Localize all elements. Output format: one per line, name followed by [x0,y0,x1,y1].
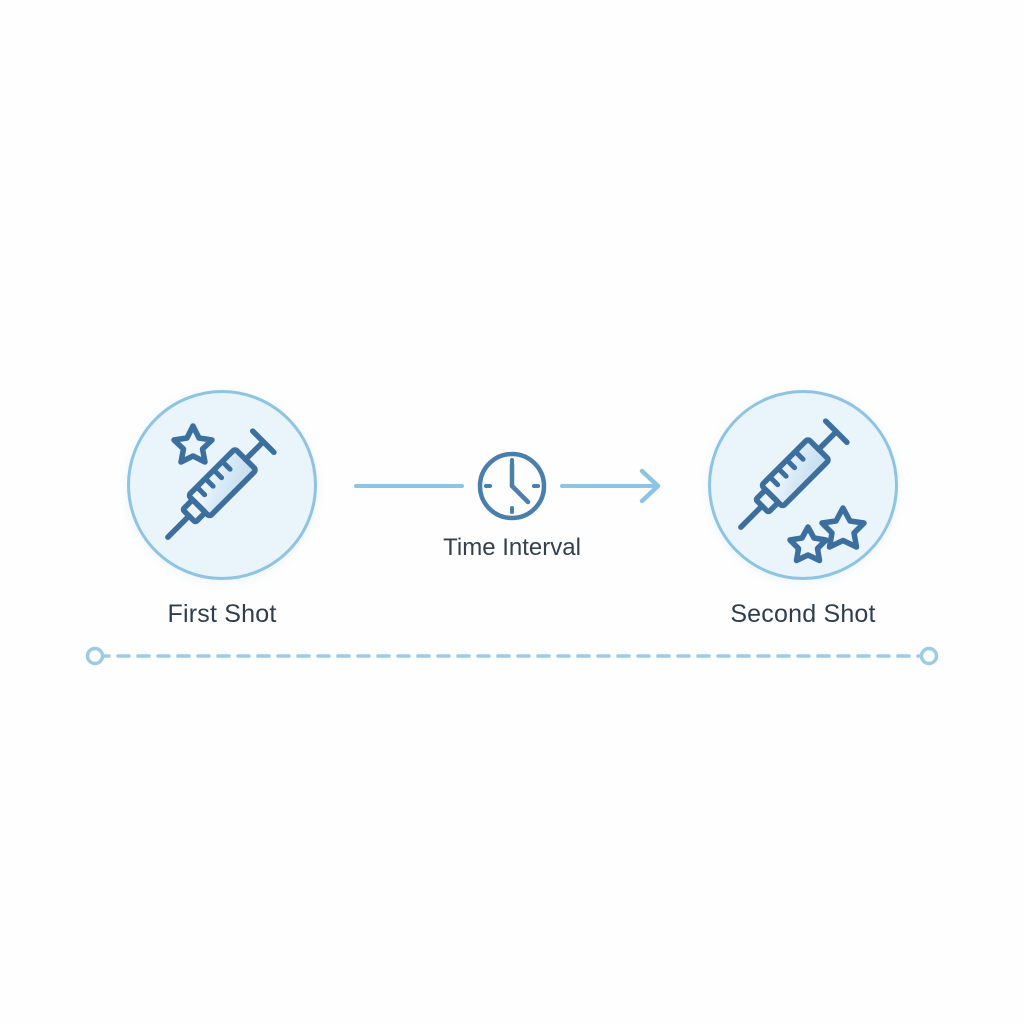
arrow-head-icon [639,468,661,504]
step-first-shot[interactable] [127,390,317,580]
syringe-with-star-icon [165,423,277,540]
clock-icon [477,451,547,521]
timeline-endpoint-start[interactable] [85,646,105,666]
timeline-track [85,646,939,666]
syringe-with-two-stars-icon [738,418,867,564]
sparkle-star-large [819,505,867,550]
connector-label-time-interval: Time Interval [443,534,581,561]
sparkle-star-small [787,524,829,564]
step-label-first-shot: First Shot [167,600,277,628]
time-interval-connector [354,451,661,521]
step-second-shot[interactable] [708,390,898,580]
step-label-second-shot: Second Shot [730,600,876,628]
timeline-endpoint-end[interactable] [919,646,939,666]
